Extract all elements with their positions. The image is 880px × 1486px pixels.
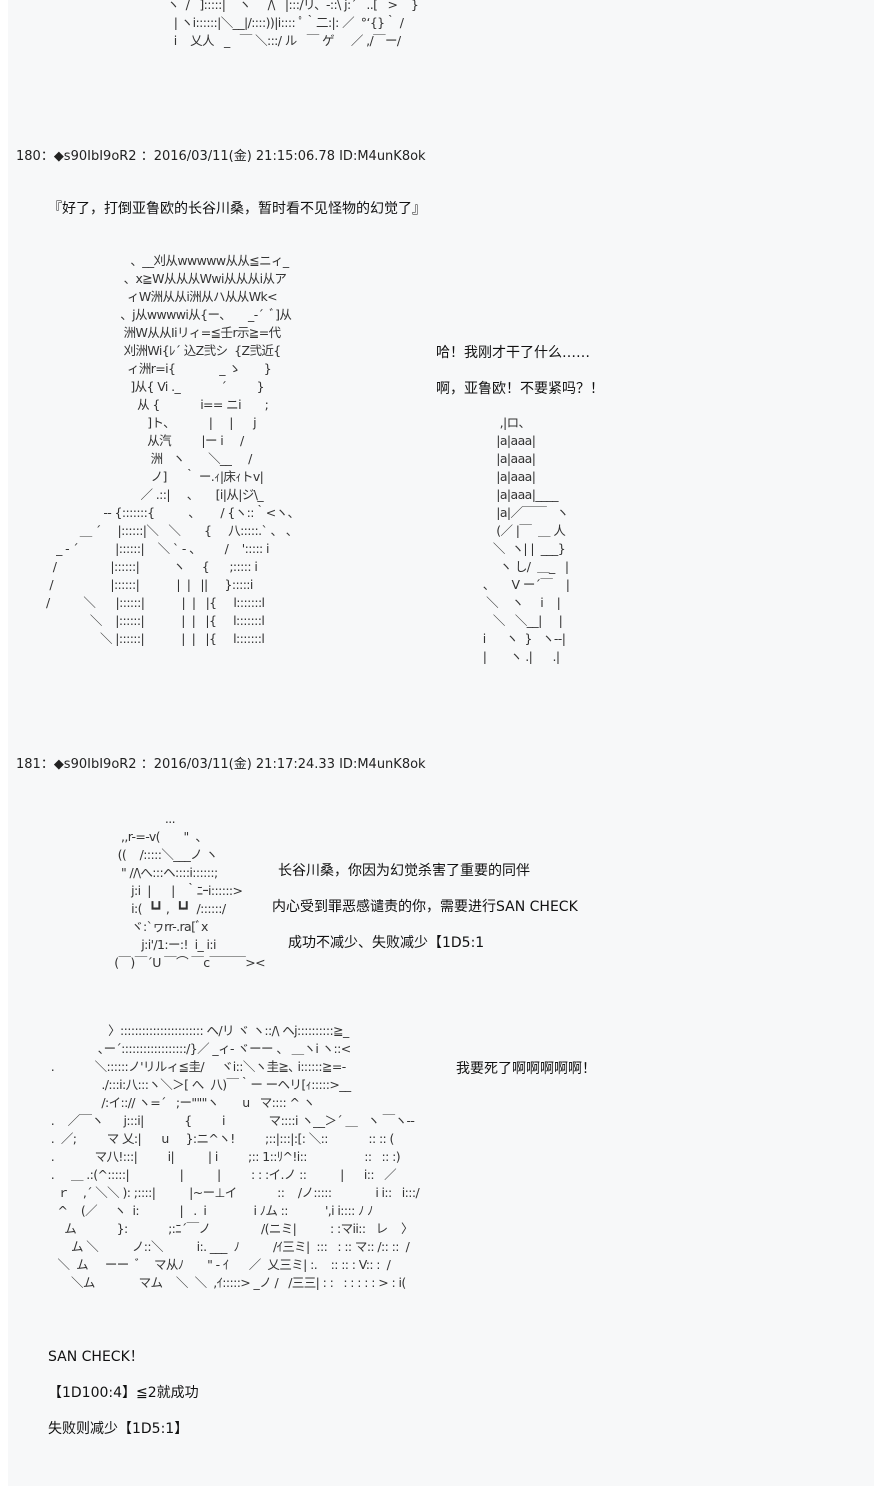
post-header-181: 181：◆s90IbI9oR2 ：2016/03/11(金) 21:17:24.… [16, 757, 426, 772]
post-header-180: 180：◆s90IbI9oR2 ：2016/03/11(金) 21:15:06.… [16, 149, 426, 164]
speech-line: 哈！我刚才干了什么…… [436, 345, 590, 361]
speech-line: 我要死了啊啊啊啊啊！ [456, 1061, 596, 1077]
speech-line: 成功不减少、失败减少【1D5:1 [288, 935, 485, 951]
ascii-art-hasegawa: 、__刈从wwwww从从≦ニィ_ 、x≧W从从从Wwi从从从i从ア ィW洲从从i… [46, 253, 300, 646]
san-check-title: SAN CHECK！ [48, 1349, 144, 1365]
speech-line: 啊，亚鲁欧！不要紧吗？！ [436, 381, 604, 397]
san-check-roll: 【1D100:4】≦2就成功 [48, 1385, 199, 1401]
speech-line: 长谷川桑，你因为幻觉杀害了重要的同伴 [278, 863, 530, 879]
san-check-penalty: 失败则减少【1D5:1】 [48, 1421, 189, 1437]
thread-page: ヽ / ]:::::| ヽ /\ |:::/リ、-::\ j:´ ..[ > }… [8, 0, 874, 1486]
speech-line: 内心受到罪恶感谴责的你，需要进行SAN CHECK [272, 899, 578, 915]
ascii-art-narrator-face: ... ,,r-=-v( " 、 (( /:::::＼___ノ ヽ " //\へ… [114, 811, 265, 970]
ascii-art-fragment-top: ヽ / ]:::::| ヽ /\ |:::/リ、-::\ j:´ ..[ > }… [166, 0, 419, 48]
ascii-art-screaming-crowd: 〉::::::::::::::::::::::: ヘ/リ ヾ ヽ::/\ ヘj:… [50, 1023, 420, 1290]
post-narration-180: 『好了，打倒亚鲁欧的长谷川桑，暂时看不见怪物的幻觉了』 [48, 201, 426, 217]
ascii-art-yaruo: ,|ロ、 |a|aaa| |a|aaa| |a|aaa| |a|aaa|____… [482, 415, 570, 664]
